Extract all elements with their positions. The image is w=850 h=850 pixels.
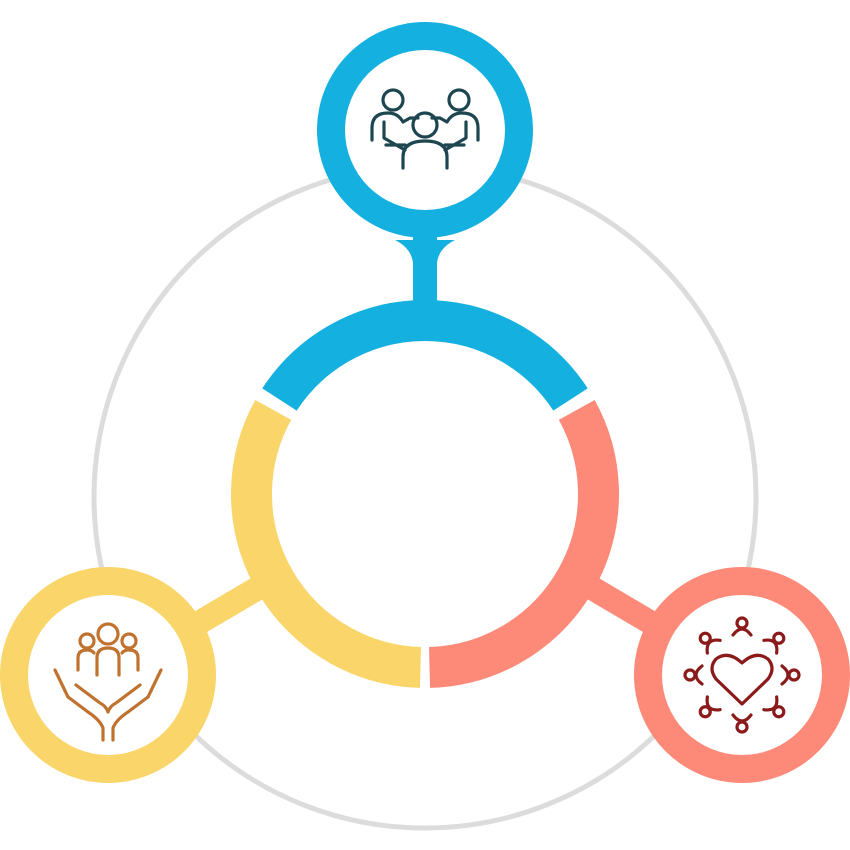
node-top <box>317 22 533 238</box>
heart-community-icon <box>683 616 801 734</box>
ring-segment-blue <box>262 300 588 411</box>
caring-hands-community-icon <box>53 622 163 742</box>
node-inner <box>28 595 188 755</box>
node-bottom-left <box>0 567 216 783</box>
connector-blue-flare <box>395 240 455 308</box>
ring-segment-yellow <box>231 399 422 688</box>
node-inner <box>345 50 505 210</box>
person-icon <box>772 631 786 645</box>
ring-segment-coral <box>428 399 619 688</box>
meeting-people-icon <box>370 88 480 170</box>
person-icon <box>772 705 786 719</box>
person-icon <box>698 705 712 719</box>
node-bottom-right <box>634 567 850 783</box>
person-icon <box>698 631 712 645</box>
